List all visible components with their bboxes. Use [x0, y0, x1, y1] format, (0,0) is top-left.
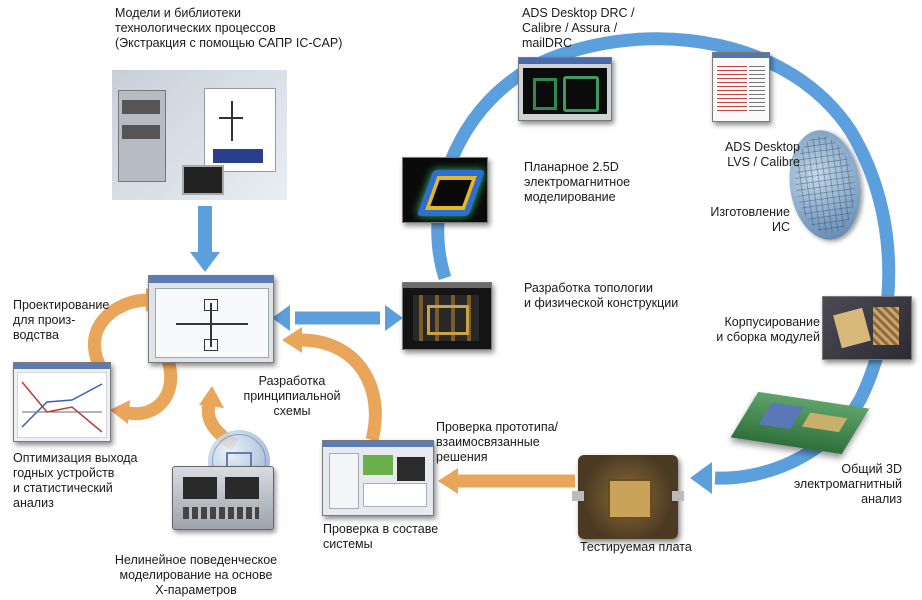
- network-analyzer-icon: [172, 466, 274, 530]
- label-models: Модели и библиотеки технологических проц…: [115, 6, 343, 50]
- lvs-report-icon: [712, 52, 770, 122]
- orange-right-arc: [299, 333, 382, 442]
- planar-em-simulation-icon: [402, 157, 488, 223]
- label-drc: ADS Desktop DRC / Calibre / Assura / mai…: [522, 6, 635, 50]
- lab-equipment-icon: [112, 70, 287, 200]
- label-xparam: Нелинейное поведенческое моделирование н…: [114, 553, 278, 597]
- label-planar: Планарное 2.5D электромагнитное моделиро…: [524, 160, 631, 204]
- label-packaging: Корпусирование и сборка модулей: [716, 315, 820, 344]
- label-lvs: ADS Desktop LVS / Calibre: [724, 140, 800, 169]
- label-yield: Оптимизация выхода годных устройств и ст…: [13, 451, 138, 510]
- yield-chart-window-icon: [13, 362, 111, 442]
- label-dfm: Проектирование для произ- водства: [13, 298, 110, 342]
- label-schematic: Разработка принципиальной схемы: [243, 374, 341, 418]
- blue-loop-arrowhead: [690, 462, 712, 494]
- label-layout: Разработка топологии и физической констр…: [524, 281, 679, 310]
- layout-screenshot-icon: [402, 282, 492, 350]
- label-board: Тестируемая плата: [580, 540, 692, 554]
- label-fab: Изготовление ИС: [710, 205, 790, 234]
- test-board-icon: [572, 455, 684, 539]
- label-em3d: Общий 3D электромагнитный анализ: [793, 462, 902, 506]
- package-modules-icon: [822, 296, 912, 360]
- label-system: Проверка в составе системы: [323, 522, 439, 551]
- orange-left-loop-top: [87, 293, 149, 379]
- system-verification-window-icon: [322, 440, 434, 516]
- schematic-window-icon: [148, 275, 274, 363]
- blue-arrow-down-head: [190, 252, 220, 272]
- orange-left-loop-bottom: [123, 358, 178, 421]
- drc-layout-screenshot-icon: [518, 57, 612, 121]
- label-proto: Проверка прототипа/ взаимосвязанные реше…: [436, 420, 559, 464]
